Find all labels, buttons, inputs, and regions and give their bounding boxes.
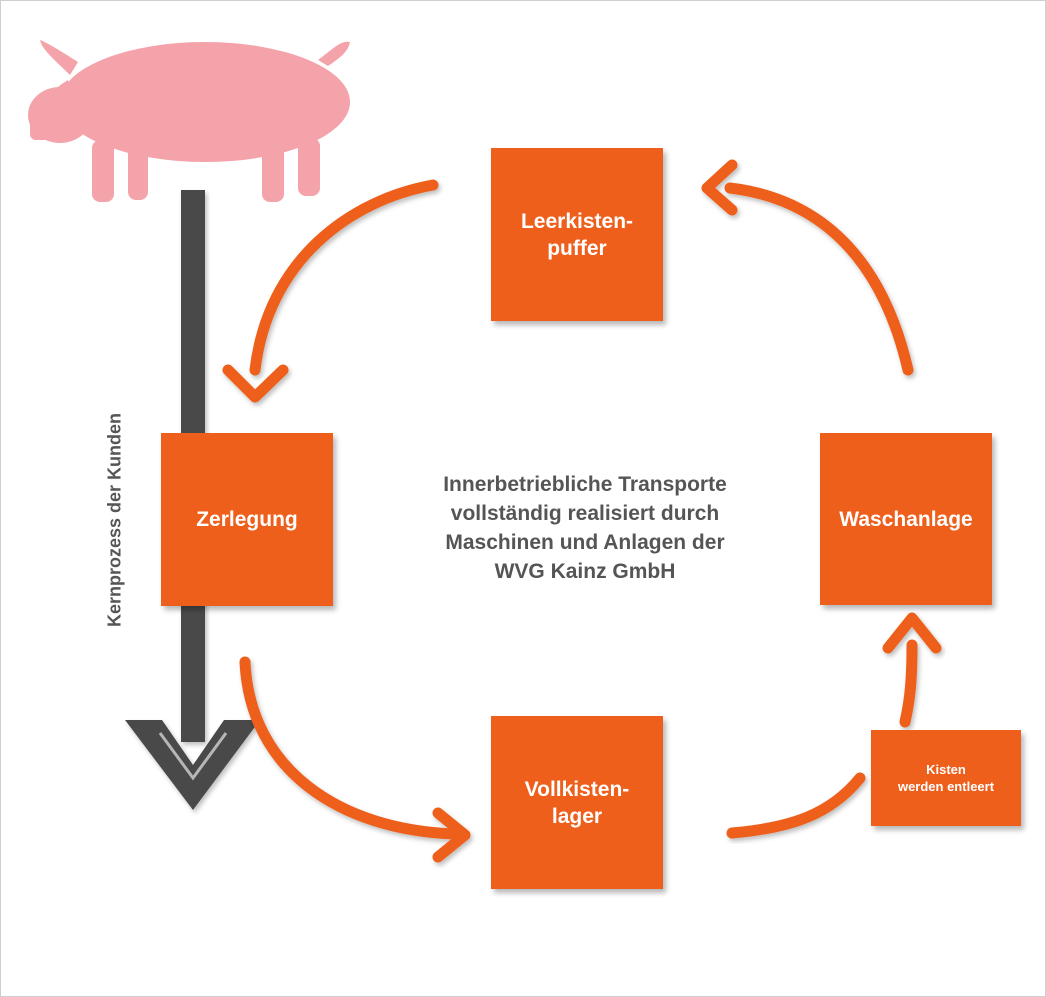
box-leerkistenpuffer-label: Leerkisten- puffer bbox=[520, 209, 634, 260]
arrow-entleert-to-waschanlage bbox=[882, 612, 942, 728]
vertical-process-label: Kernprozess der Kunden bbox=[104, 412, 125, 628]
arrow-vollkisten-to-entleert bbox=[726, 772, 866, 839]
box-vollkistenlager-label: Vollkisten- lager bbox=[524, 777, 630, 828]
center-description: Innerbetriebliche Transporte vollständig… bbox=[443, 473, 727, 583]
arrow-leerkisten-to-zerlegung bbox=[222, 179, 439, 403]
box-waschanlage-label: Waschanlage bbox=[839, 507, 973, 531]
box-kisten-entleert-label: Kisten werden entleert bbox=[897, 762, 995, 794]
box-leerkistenpuffer: Leerkisten- puffer bbox=[491, 148, 663, 321]
box-kisten-entleert: Kisten werden entleert bbox=[871, 730, 1021, 826]
pig-icon bbox=[28, 40, 350, 202]
box-zerlegung-label: Zerlegung bbox=[196, 508, 298, 531]
box-vollkistenlager: Vollkisten- lager bbox=[491, 716, 663, 889]
arrow-waschanlage-to-leerkisten bbox=[701, 159, 914, 376]
box-waschanlage: Waschanlage bbox=[820, 433, 992, 605]
box-zerlegung: Zerlegung bbox=[161, 433, 333, 606]
arrow-zerlegung-to-vollkisten bbox=[239, 656, 471, 863]
cycle-arrows bbox=[222, 159, 942, 863]
